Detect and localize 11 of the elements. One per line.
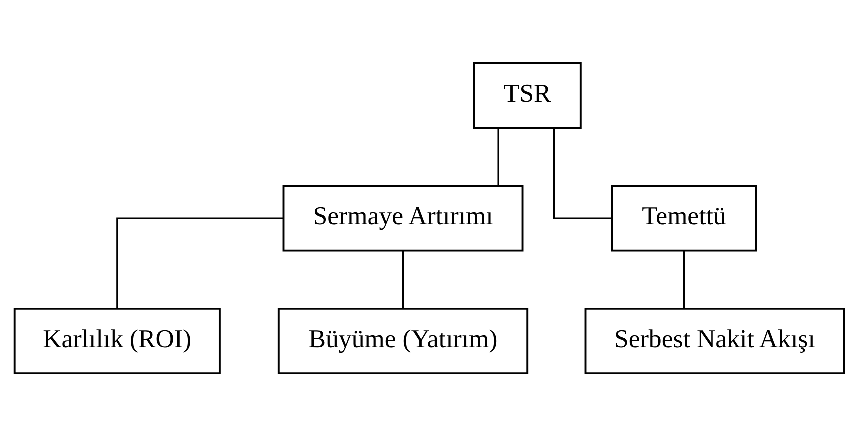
node-box: Sermaye Artırımı <box>282 185 524 252</box>
node-box: Karlılık (ROI) <box>14 308 221 375</box>
node-box: TSR <box>473 62 582 130</box>
connector <box>683 251 686 309</box>
connector <box>116 218 284 308</box>
connector <box>402 251 404 309</box>
node-box: Büyüme (Yatırım) <box>278 308 529 375</box>
node-box: Temettü <box>611 185 758 252</box>
connector <box>498 128 500 186</box>
connector <box>553 128 612 220</box>
node-box: Serbest Nakit Akışı <box>584 308 846 375</box>
